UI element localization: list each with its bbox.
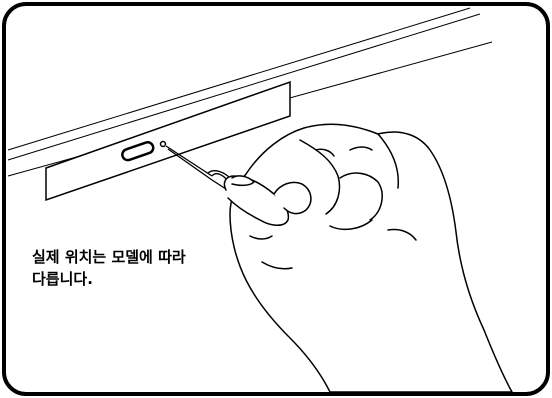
location-note-line-2: 다릅니다. <box>32 270 93 288</box>
optical-drive-tray-icon <box>45 80 291 202</box>
paperclip-icon <box>165 145 234 190</box>
location-note-line-1: 실제 위치는 모델에 따라 <box>32 248 186 266</box>
emergency-eject-hole-icon <box>159 140 167 148</box>
location-note: 실제 위치는 모델에 따라 다릅니다. <box>32 246 272 290</box>
eject-button-icon <box>121 141 155 162</box>
hand-icon <box>223 123 513 393</box>
